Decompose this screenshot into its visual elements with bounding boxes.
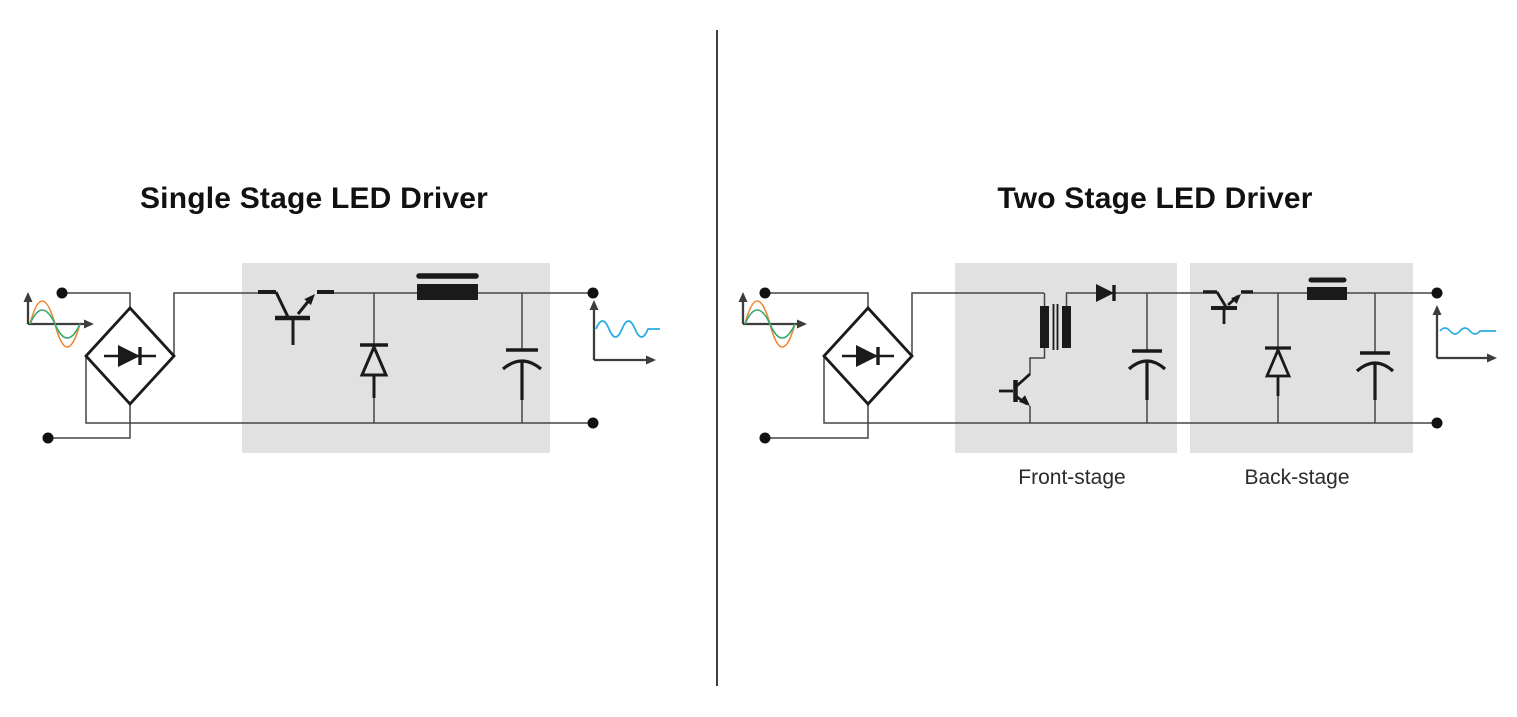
input-terminal-dot: [759, 432, 771, 444]
input-terminal-dot: [42, 432, 54, 444]
single-stage-circuit: [23, 263, 660, 453]
back-stage-box: [1190, 263, 1413, 453]
rectifier-diode: [1096, 284, 1116, 302]
back-stage-label: Back-stage: [1244, 466, 1350, 489]
switch-transistor: [258, 290, 334, 345]
circuit-wires: [765, 292, 1437, 439]
output-terminal-dot: [1431, 417, 1443, 429]
transformer: [1040, 304, 1071, 350]
front-stage-box: [955, 263, 1177, 453]
inductor: [1307, 277, 1347, 300]
panel-divider: [716, 30, 718, 686]
output-terminal-dot: [587, 417, 599, 429]
single-stage-title: Single Stage LED Driver: [139, 182, 489, 215]
bridge-rectifier: [84, 305, 176, 407]
ac-input-waveform-icon: [738, 292, 807, 348]
ac-input-waveform-icon: [23, 292, 94, 348]
output-capacitor: [501, 348, 543, 400]
front-switch-transistor: [999, 372, 1031, 406]
input-terminal-dot: [56, 287, 68, 299]
two-stage-circuit: [738, 263, 1497, 453]
output-terminal-dot: [1431, 287, 1443, 299]
input-terminal-dot: [759, 287, 771, 299]
output-terminal-dot: [587, 287, 599, 299]
output-capacitor: [1355, 351, 1395, 400]
inductor: [416, 273, 479, 300]
back-transistor: [1203, 290, 1253, 324]
converter-stage-box: [242, 263, 550, 453]
small-ripple-output-waveform-icon: [1432, 305, 1497, 363]
large-ripple-output-waveform-icon: [589, 300, 660, 365]
front-stage-label: Front-stage: [1018, 466, 1126, 489]
bridge-rectifier: [822, 305, 914, 407]
two-stage-title: Two Stage LED Driver: [997, 182, 1313, 215]
freewheel-diode: [359, 343, 389, 398]
bulk-capacitor: [1127, 349, 1167, 400]
freewheel-diode: [1264, 346, 1292, 396]
